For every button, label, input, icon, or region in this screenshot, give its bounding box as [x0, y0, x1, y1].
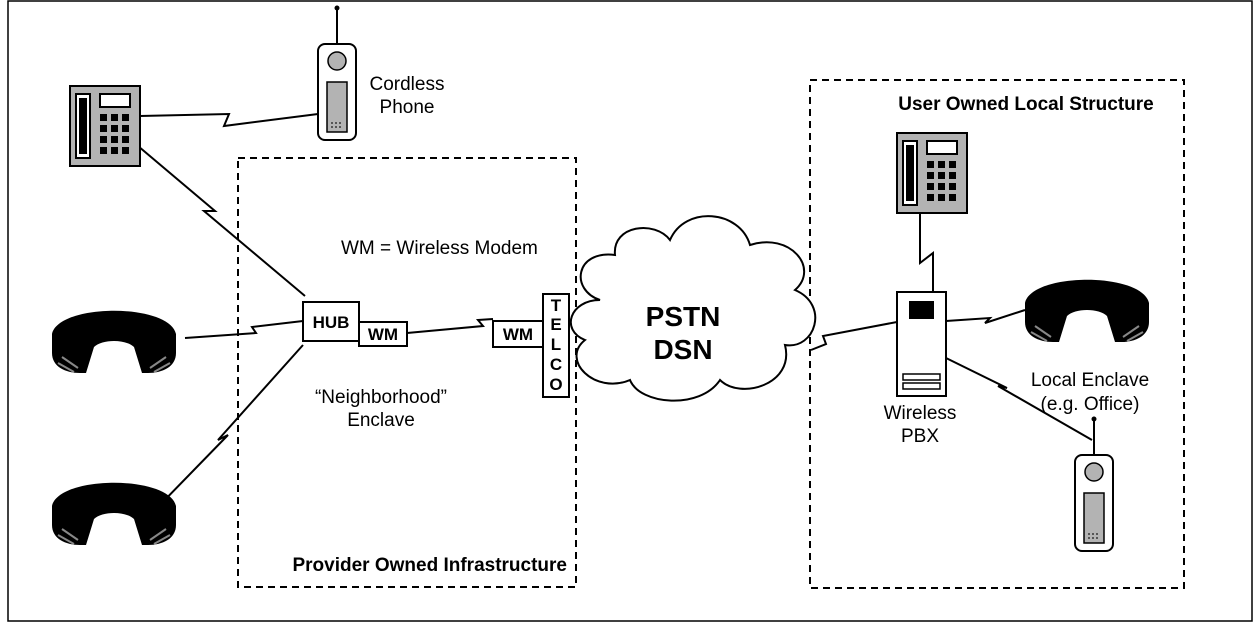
- cordless-phone-icon: [1074, 415, 1114, 552]
- svg-text:O: O: [549, 375, 562, 394]
- pbx-label: PBX: [901, 426, 939, 447]
- diagram-frame: [7, 0, 1253, 622]
- legend-text: WM = Wireless Modem: [341, 238, 538, 259]
- svg-text:T: T: [551, 296, 562, 315]
- desk-phone-icon: [896, 132, 968, 214]
- link-pbx-cordless: [945, 357, 1093, 441]
- cordless-phone-icon: [317, 4, 357, 141]
- svg-text:E: E: [550, 315, 561, 334]
- link-deskphone-cordless: [139, 112, 319, 128]
- wm-right-label: WM: [503, 325, 533, 344]
- user-region-title: User Owned Local Structure: [898, 94, 1154, 115]
- link-wm-wm: [406, 318, 494, 334]
- provider-region-title: Provider Owned Infrastructure: [292, 555, 567, 576]
- desk-phone-icon: [69, 85, 141, 167]
- svg-text:C: C: [550, 355, 562, 374]
- link-handset1-hub: [184, 320, 304, 339]
- provider-region: [237, 157, 577, 588]
- link-pbx-handset: [945, 309, 1026, 324]
- cloud-label: DSN: [653, 334, 712, 365]
- neighborhood-enclave-label: Enclave: [347, 410, 415, 431]
- hub-label: HUB: [313, 313, 350, 332]
- handset-icon: [51, 309, 177, 374]
- telco-box: [542, 293, 570, 398]
- cordless-phone-label: Phone: [380, 97, 435, 118]
- link-pbx-deskphone: [919, 213, 934, 293]
- cloud-label: PSTN: [646, 301, 721, 332]
- link-cloud-pbx: [810, 321, 898, 351]
- telco-label: T E L C O: [549, 296, 562, 394]
- pbx-label: Wireless: [884, 403, 957, 424]
- pbx-icon: [896, 291, 947, 397]
- link-handset2-hub: [154, 344, 304, 511]
- cloud-icon: [569, 215, 817, 402]
- handset-icon: [51, 481, 177, 546]
- local-enclave-label: (e.g. Office): [1041, 394, 1140, 415]
- local-enclave-label: Local Enclave: [1031, 370, 1149, 391]
- wm-right-box: [492, 320, 544, 348]
- user-region: [809, 79, 1185, 589]
- wm-left-label: WM: [368, 325, 398, 344]
- cordless-phone-label: Cordless: [370, 74, 445, 95]
- svg-text:L: L: [551, 335, 561, 354]
- handset-icon: [1024, 278, 1150, 343]
- link-deskphone-hub: [137, 145, 306, 297]
- wm-left-box: [358, 321, 408, 347]
- neighborhood-enclave-label: “Neighborhood”: [315, 387, 447, 408]
